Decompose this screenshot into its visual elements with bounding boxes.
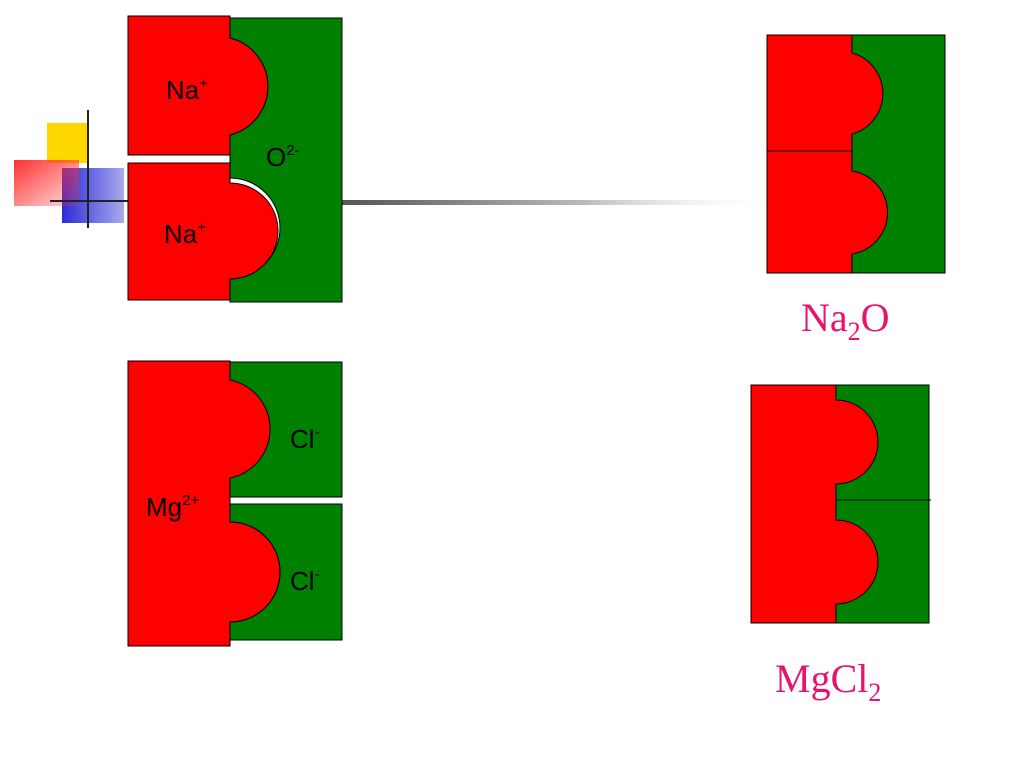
na2o-exploded-puzzle: Na+ Na+ O2- (127, 15, 343, 303)
na2o-cation-block (766, 34, 888, 274)
deco-yellow-square (47, 123, 87, 163)
mgcl2-assembled-compound (750, 384, 931, 624)
na-cation-piece-bottom (127, 162, 279, 301)
na2o-assembled-compound (766, 34, 946, 274)
horizontal-gradient-divider (342, 200, 782, 205)
na-bottom-label: Na+ (164, 219, 206, 249)
slide-corner-squares-icon (14, 110, 128, 228)
mgcl2-formula: MgCl2 (775, 656, 881, 707)
o-label: O2- (266, 142, 300, 172)
na-top-label: Na+ (166, 75, 208, 105)
mgcl2-exploded-puzzle: Cl- Cl- Mg2+ (127, 360, 343, 647)
cl-top-label: Cl- (290, 424, 320, 454)
na2o-formula: Na2O (801, 295, 890, 346)
mgcl2-cation-block (750, 384, 879, 624)
cl-bottom-label: Cl- (290, 566, 320, 596)
mg-cation-piece (127, 360, 281, 647)
mg-label: Mg2+ (146, 492, 199, 522)
na-cation-piece-top (127, 15, 269, 156)
deco-red-square (14, 160, 79, 206)
